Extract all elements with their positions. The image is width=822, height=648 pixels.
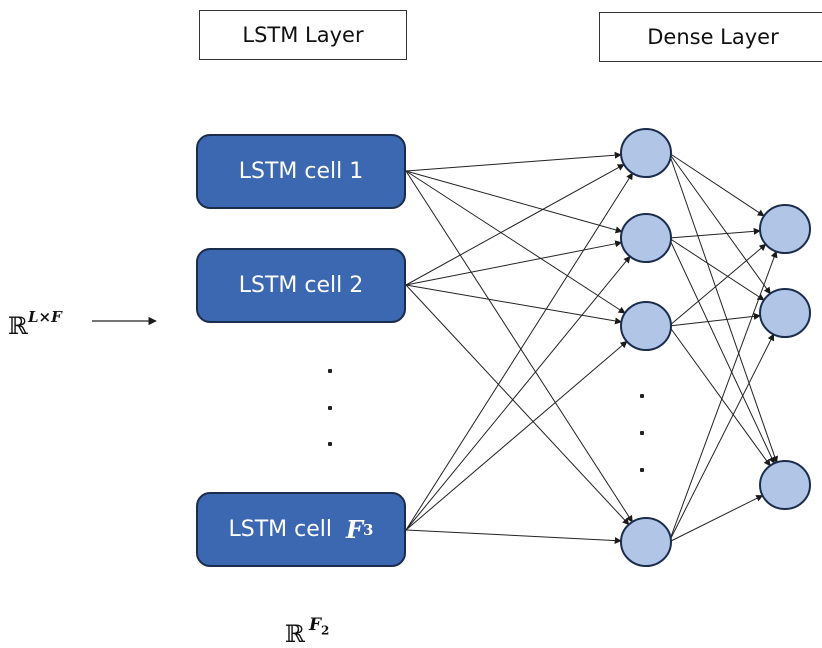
lstm-cell-2: LSTM cell 2 bbox=[196, 248, 406, 323]
ellipsis-dot bbox=[640, 394, 644, 398]
dense1-node-4 bbox=[620, 517, 672, 567]
dense2-node-1 bbox=[759, 204, 811, 254]
lstm-cell-label: LSTM cell bbox=[228, 517, 333, 542]
lstm-layer-header: LSTM Layer bbox=[199, 10, 407, 60]
ellipsis-dot bbox=[640, 468, 644, 472]
lstm-to-dense-edge bbox=[405, 529, 622, 544]
lstm-to-dense-edge bbox=[405, 151, 622, 172]
real-numbers-symbol: ℝ bbox=[8, 312, 28, 340]
lstm-to-dense-edge bbox=[405, 164, 625, 286]
lstm-to-dense-edge bbox=[405, 255, 631, 531]
output-dimension: F2 bbox=[308, 615, 330, 638]
dense1-node-1 bbox=[620, 128, 672, 178]
lstm-cell-index-subscript: 3 bbox=[363, 520, 374, 539]
dense-layer-title: Dense Layer bbox=[647, 25, 779, 49]
dense-layer-header: Dense Layer bbox=[599, 12, 822, 62]
dense1-node-3 bbox=[620, 301, 672, 351]
input-shape-label: ℝL×F bbox=[8, 308, 62, 340]
dense-to-dense-edge bbox=[668, 243, 767, 327]
lstm-to-dense-edge bbox=[405, 172, 633, 531]
ellipsis-dot bbox=[328, 442, 332, 446]
lstm-cell-index: 2 bbox=[349, 273, 364, 298]
lstm-to-dense-edge bbox=[405, 240, 623, 286]
dense-to-dense-edge bbox=[668, 312, 761, 327]
ellipsis-dot bbox=[328, 369, 332, 373]
dense1-node-2 bbox=[620, 213, 672, 263]
dense2-node-2 bbox=[759, 288, 811, 338]
dense-to-dense-edge bbox=[668, 495, 764, 543]
dense-to-dense-edge bbox=[668, 227, 761, 239]
dense-to-dense-edge bbox=[668, 333, 775, 543]
lstm-to-dense-edge bbox=[405, 284, 623, 325]
lstm-cell-label: LSTM cell bbox=[238, 273, 343, 298]
input-dimension: L×F bbox=[27, 308, 62, 326]
lstm-to-dense-edge bbox=[405, 284, 630, 526]
lstm-cell-1: LSTM cell 1 bbox=[196, 134, 406, 209]
dense2-node-3 bbox=[759, 460, 811, 510]
dense-to-dense-edge bbox=[668, 237, 775, 465]
lstm-cell-index: 1 bbox=[349, 159, 364, 184]
lstm-to-dense-edge bbox=[405, 340, 628, 531]
lstm-to-dense-edge bbox=[405, 170, 633, 523]
lstm-to-dense-edge bbox=[405, 170, 626, 314]
dense-to-dense-edge bbox=[668, 152, 778, 464]
dense-to-dense-edge bbox=[668, 237, 765, 301]
dense-to-dense-edge bbox=[668, 250, 778, 543]
dense-to-dense-edge bbox=[668, 325, 771, 467]
real-numbers-symbol: ℝ bbox=[285, 620, 305, 648]
lstm-cell-label: LSTM cell bbox=[238, 159, 343, 184]
lstm-to-dense-edge bbox=[405, 170, 623, 234]
lstm-layer-title: LSTM Layer bbox=[242, 23, 364, 47]
dense-to-dense-edge bbox=[668, 152, 771, 295]
lstm-cell-index-symbol: F bbox=[346, 515, 364, 544]
ellipsis-dot bbox=[328, 406, 332, 410]
dense-to-dense-edge bbox=[668, 152, 765, 217]
ellipsis-dot bbox=[640, 431, 644, 435]
